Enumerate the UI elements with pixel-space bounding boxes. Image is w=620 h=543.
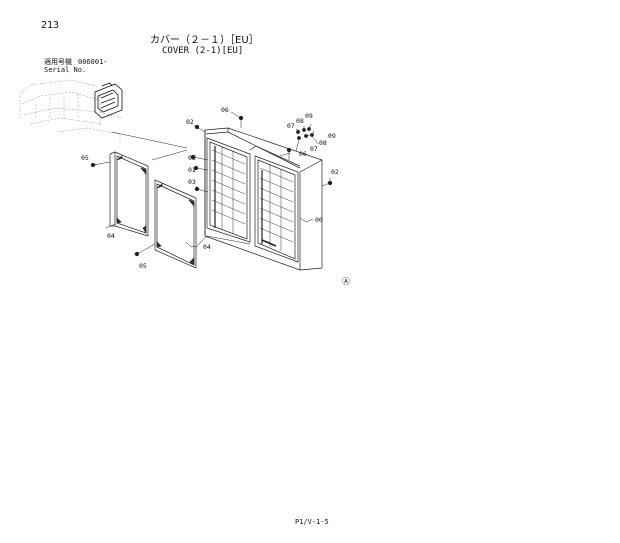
- machine-locator-sketch: [19, 79, 123, 144]
- part-label: 00: [315, 216, 323, 224]
- highlighted-cover-location: [94, 82, 123, 119]
- part-label: 07: [287, 122, 295, 130]
- part-label: 09: [305, 112, 313, 120]
- part-label: 07: [310, 145, 318, 153]
- part-label: 06: [299, 150, 307, 158]
- main-cover-frame-00: [204, 127, 323, 271]
- fastener-bolts: [90, 115, 333, 257]
- part-label: 04: [107, 232, 115, 240]
- part-label: 06: [221, 106, 229, 114]
- title-english: COVER (2-1)[EU]: [162, 46, 244, 56]
- part-label: 04: [203, 243, 211, 251]
- footer-code: P1/V-1-5: [295, 518, 329, 526]
- part-label: 01: [188, 166, 196, 174]
- part-label: 08: [319, 139, 327, 147]
- page-number: 213: [41, 20, 60, 31]
- part-label: 05: [81, 154, 89, 162]
- serial-number-value: 006001-: [78, 58, 108, 66]
- serial-label-english: Serial No.: [44, 66, 87, 74]
- door-left: [206, 137, 251, 243]
- leader-lines: [92, 111, 331, 255]
- part-label: 03: [188, 154, 196, 162]
- serial-label-japanese: 適用号機: [44, 58, 72, 66]
- door-right: [254, 155, 299, 263]
- cover-panel-04-left: [109, 151, 149, 237]
- part-label: 02: [186, 118, 194, 126]
- title-japanese: カバー（２－１）［EU］: [150, 35, 259, 46]
- part-label: 08: [296, 117, 304, 125]
- part-label: 09: [328, 132, 336, 140]
- reference-mark-a: Ⓐ: [342, 277, 350, 286]
- cover-panel-04-right: [154, 179, 197, 269]
- part-label: 03: [188, 178, 196, 186]
- part-label: 05: [139, 262, 147, 270]
- part-label: 02: [331, 168, 339, 176]
